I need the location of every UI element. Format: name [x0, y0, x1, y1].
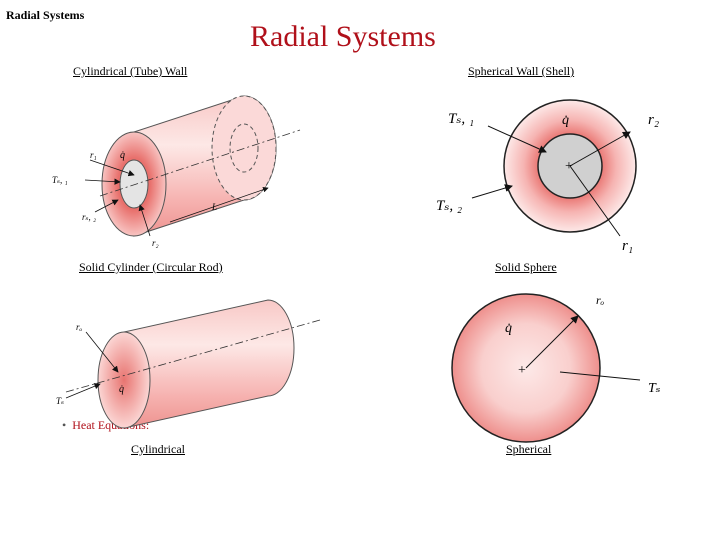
shell-ts2-arrow: [471, 184, 513, 199]
tube-ts1-label: Tₛ, ₁: [52, 175, 68, 185]
shell-diagram: + Tₛ, ₁ q̇ r₂ Tₛ, ₂ r₁: [436, 99, 659, 254]
cylindrical-equation-label: Cylindrical: [131, 442, 185, 456]
rod-diagram: rₒ q̇ Tₛ: [56, 299, 321, 429]
shell-ts1-label: Tₛ, ₁: [448, 111, 474, 127]
tube-ts2-label: rₛ, ₂: [82, 212, 96, 222]
sphere-ro-label: rₒ: [596, 293, 605, 307]
tube-r2-arrow: [138, 204, 151, 237]
bullet-icon: •: [62, 418, 67, 432]
sphere-diagram: + rₒ q̇ Tₛ: [451, 293, 661, 443]
page-title: Radial Systems: [250, 20, 436, 53]
tube-axis: [99, 129, 301, 197]
rod-ro-label: rₒ: [76, 322, 83, 332]
shell-r2-label: r₂: [648, 112, 659, 128]
rod-end-face: [97, 331, 151, 429]
spherical-equation-label: Spherical: [506, 442, 552, 456]
rod-q-label: q̇: [119, 384, 124, 395]
sphere-q-label: q̇: [505, 321, 512, 336]
tube-length-arrow: [169, 186, 269, 223]
shell-q-label: q̇: [562, 113, 569, 128]
sphere-ts-label: Tₛ: [648, 381, 661, 396]
shell-r2-arrow: [569, 131, 631, 167]
shell-center-mark: +: [565, 159, 573, 174]
tube-far-end: [211, 95, 277, 201]
sphere-center-mark: +: [518, 363, 526, 378]
tube-r1-arrow: [89, 159, 135, 177]
rod-body: [123, 299, 295, 429]
tube-q-label: q̇: [120, 150, 125, 161]
shell-r1-line: [569, 165, 621, 237]
rod-ts-label: Tₛ: [56, 396, 64, 406]
shell-ts1-arrow: [487, 125, 547, 153]
shell-r1-label: r₁: [622, 238, 633, 254]
sphere-ro-arrow: [525, 315, 579, 369]
tube-diagram: r₁ q̇ Tₛ, ₁ rₛ, ₂ L r₂: [52, 95, 301, 248]
sphere-section-label: Solid Sphere: [495, 260, 557, 274]
tube-ts1-arrow: [84, 178, 121, 185]
rod-section-label: Solid Cylinder (Circular Rod): [79, 260, 223, 274]
tube-bore: [119, 159, 149, 209]
rod-axis: [65, 319, 321, 393]
tube-length-label: L: [211, 202, 217, 212]
tube-ts2-arrow: [94, 199, 119, 213]
shell-ts2-label: Tₛ, ₂: [436, 198, 462, 214]
tube-far-bore: [229, 123, 259, 173]
tube-section-label: Cylindrical (Tube) Wall: [73, 64, 188, 78]
rod-ts-arrow: [65, 383, 101, 399]
corner-title: Radial Systems: [6, 8, 85, 22]
rod-ro-arrow: [85, 331, 119, 373]
sphere-ts-line: [559, 371, 641, 381]
tube-r1-label: r₁: [90, 150, 97, 160]
tube-r2-label: r₂: [152, 238, 159, 248]
shell-section-label: Spherical Wall (Shell): [468, 64, 575, 78]
